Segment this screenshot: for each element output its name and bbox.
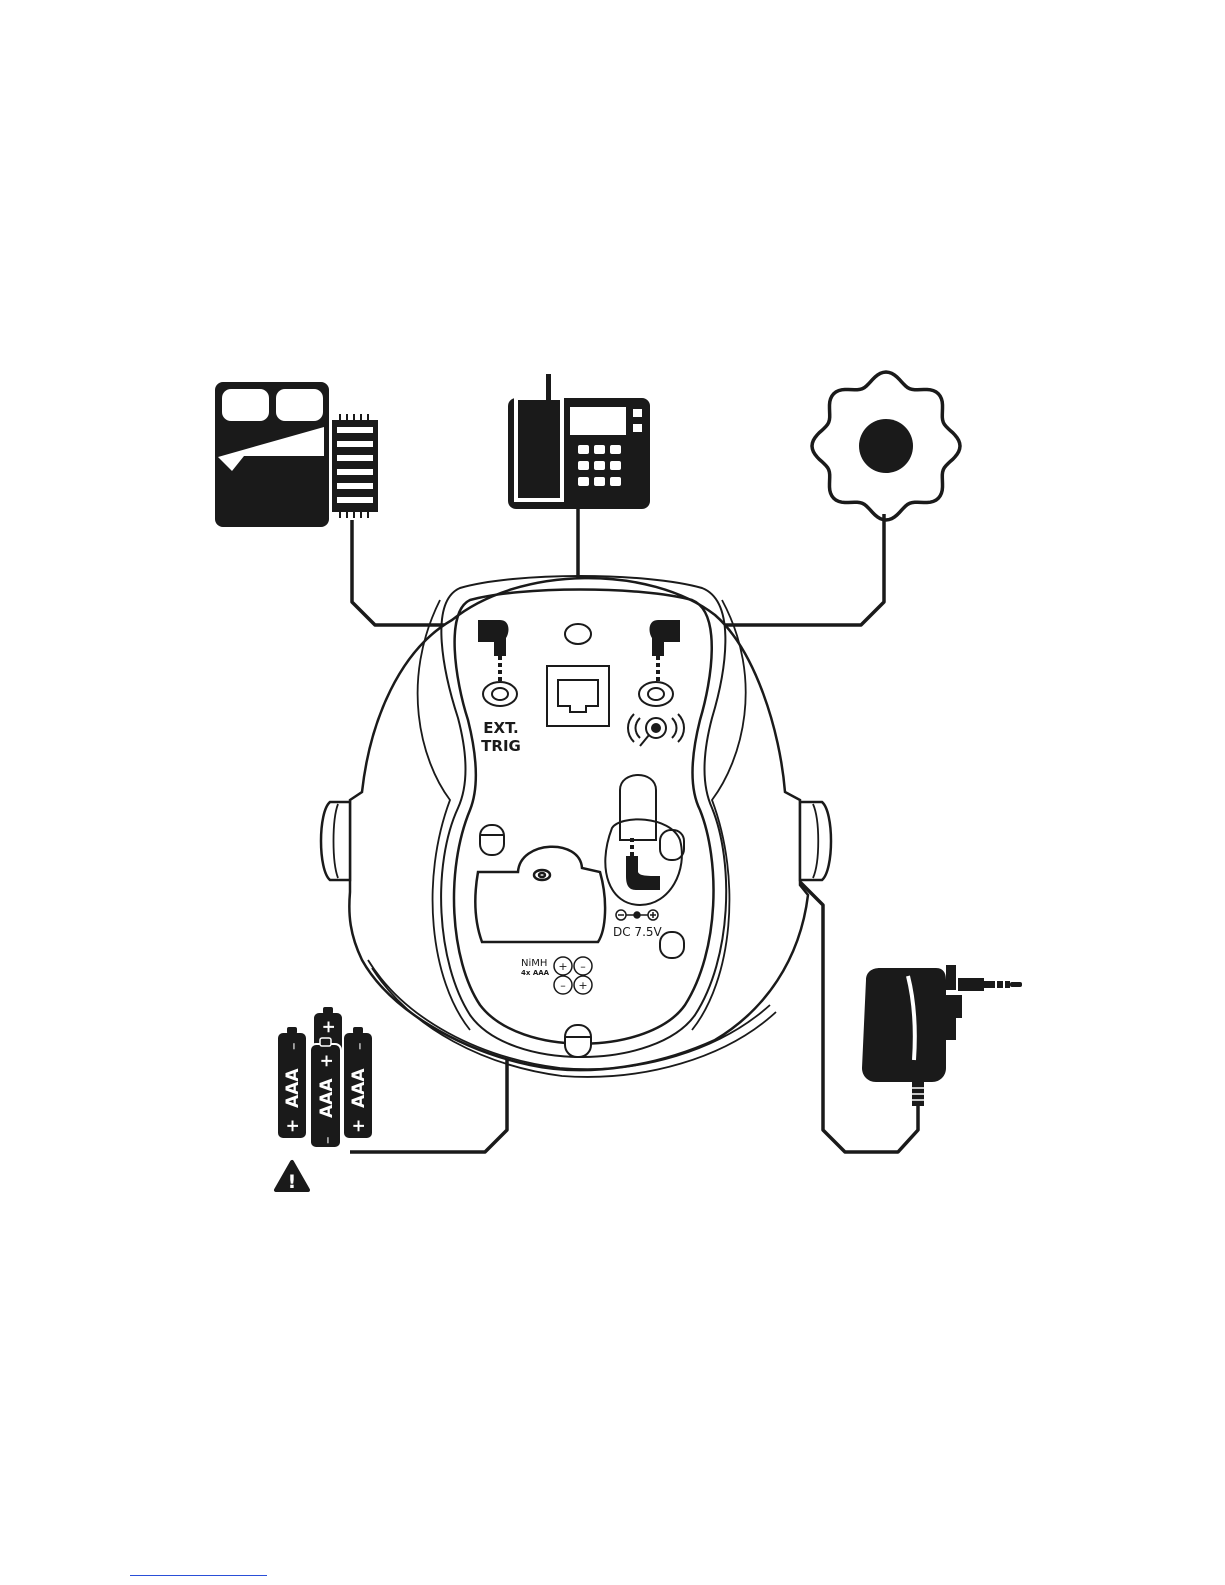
battery-count-label: 4x AAA bbox=[521, 969, 550, 977]
bed-shaker-cable bbox=[352, 520, 478, 625]
dc-voltage-label: DC 7.5V bbox=[613, 925, 663, 939]
bed-shaker-icon bbox=[215, 382, 378, 527]
ext-trig-label-line1: EXT. bbox=[483, 719, 518, 737]
polarity-minus-sign: – bbox=[560, 979, 566, 992]
aaa-batteries-icon: AAA AAA AAA – + – + + + – bbox=[277, 1007, 373, 1148]
ext-trig-label-line2: TRIG bbox=[481, 737, 521, 755]
polarity-plus-sign: + bbox=[578, 979, 587, 992]
warning-triangle-icon: ! bbox=[276, 1162, 308, 1193]
polarity-plus-sign: + bbox=[558, 960, 567, 973]
polarity-minus-sign: – bbox=[580, 960, 586, 973]
footer-rule bbox=[130, 1575, 267, 1576]
battery-type-label: NiMH bbox=[521, 958, 547, 969]
battery-label-right: AAA bbox=[349, 1068, 369, 1108]
battery-sign-back-plus: + bbox=[319, 1020, 339, 1034]
battery-sign-middle-plus: + bbox=[317, 1054, 337, 1068]
battery-sign-left-minus: – bbox=[284, 1043, 302, 1051]
battery-sign-middle-minus: – bbox=[318, 1137, 336, 1145]
desk-phone-icon bbox=[508, 374, 650, 509]
receiver-unit-body bbox=[321, 576, 831, 1077]
battery-sign-left-plus: + bbox=[283, 1119, 303, 1133]
phone-line-socket[interactable] bbox=[547, 666, 609, 726]
battery-sign-right-plus: + bbox=[349, 1119, 369, 1133]
flash-strobe-icon bbox=[812, 372, 960, 520]
battery-sign-right-minus: – bbox=[350, 1043, 368, 1051]
battery-label-middle: AAA bbox=[317, 1078, 337, 1118]
warning-mark: ! bbox=[288, 1171, 297, 1193]
strobe-cable bbox=[680, 514, 884, 625]
power-adapter-icon bbox=[862, 965, 1022, 1106]
battery-label-left: AAA bbox=[283, 1068, 303, 1108]
